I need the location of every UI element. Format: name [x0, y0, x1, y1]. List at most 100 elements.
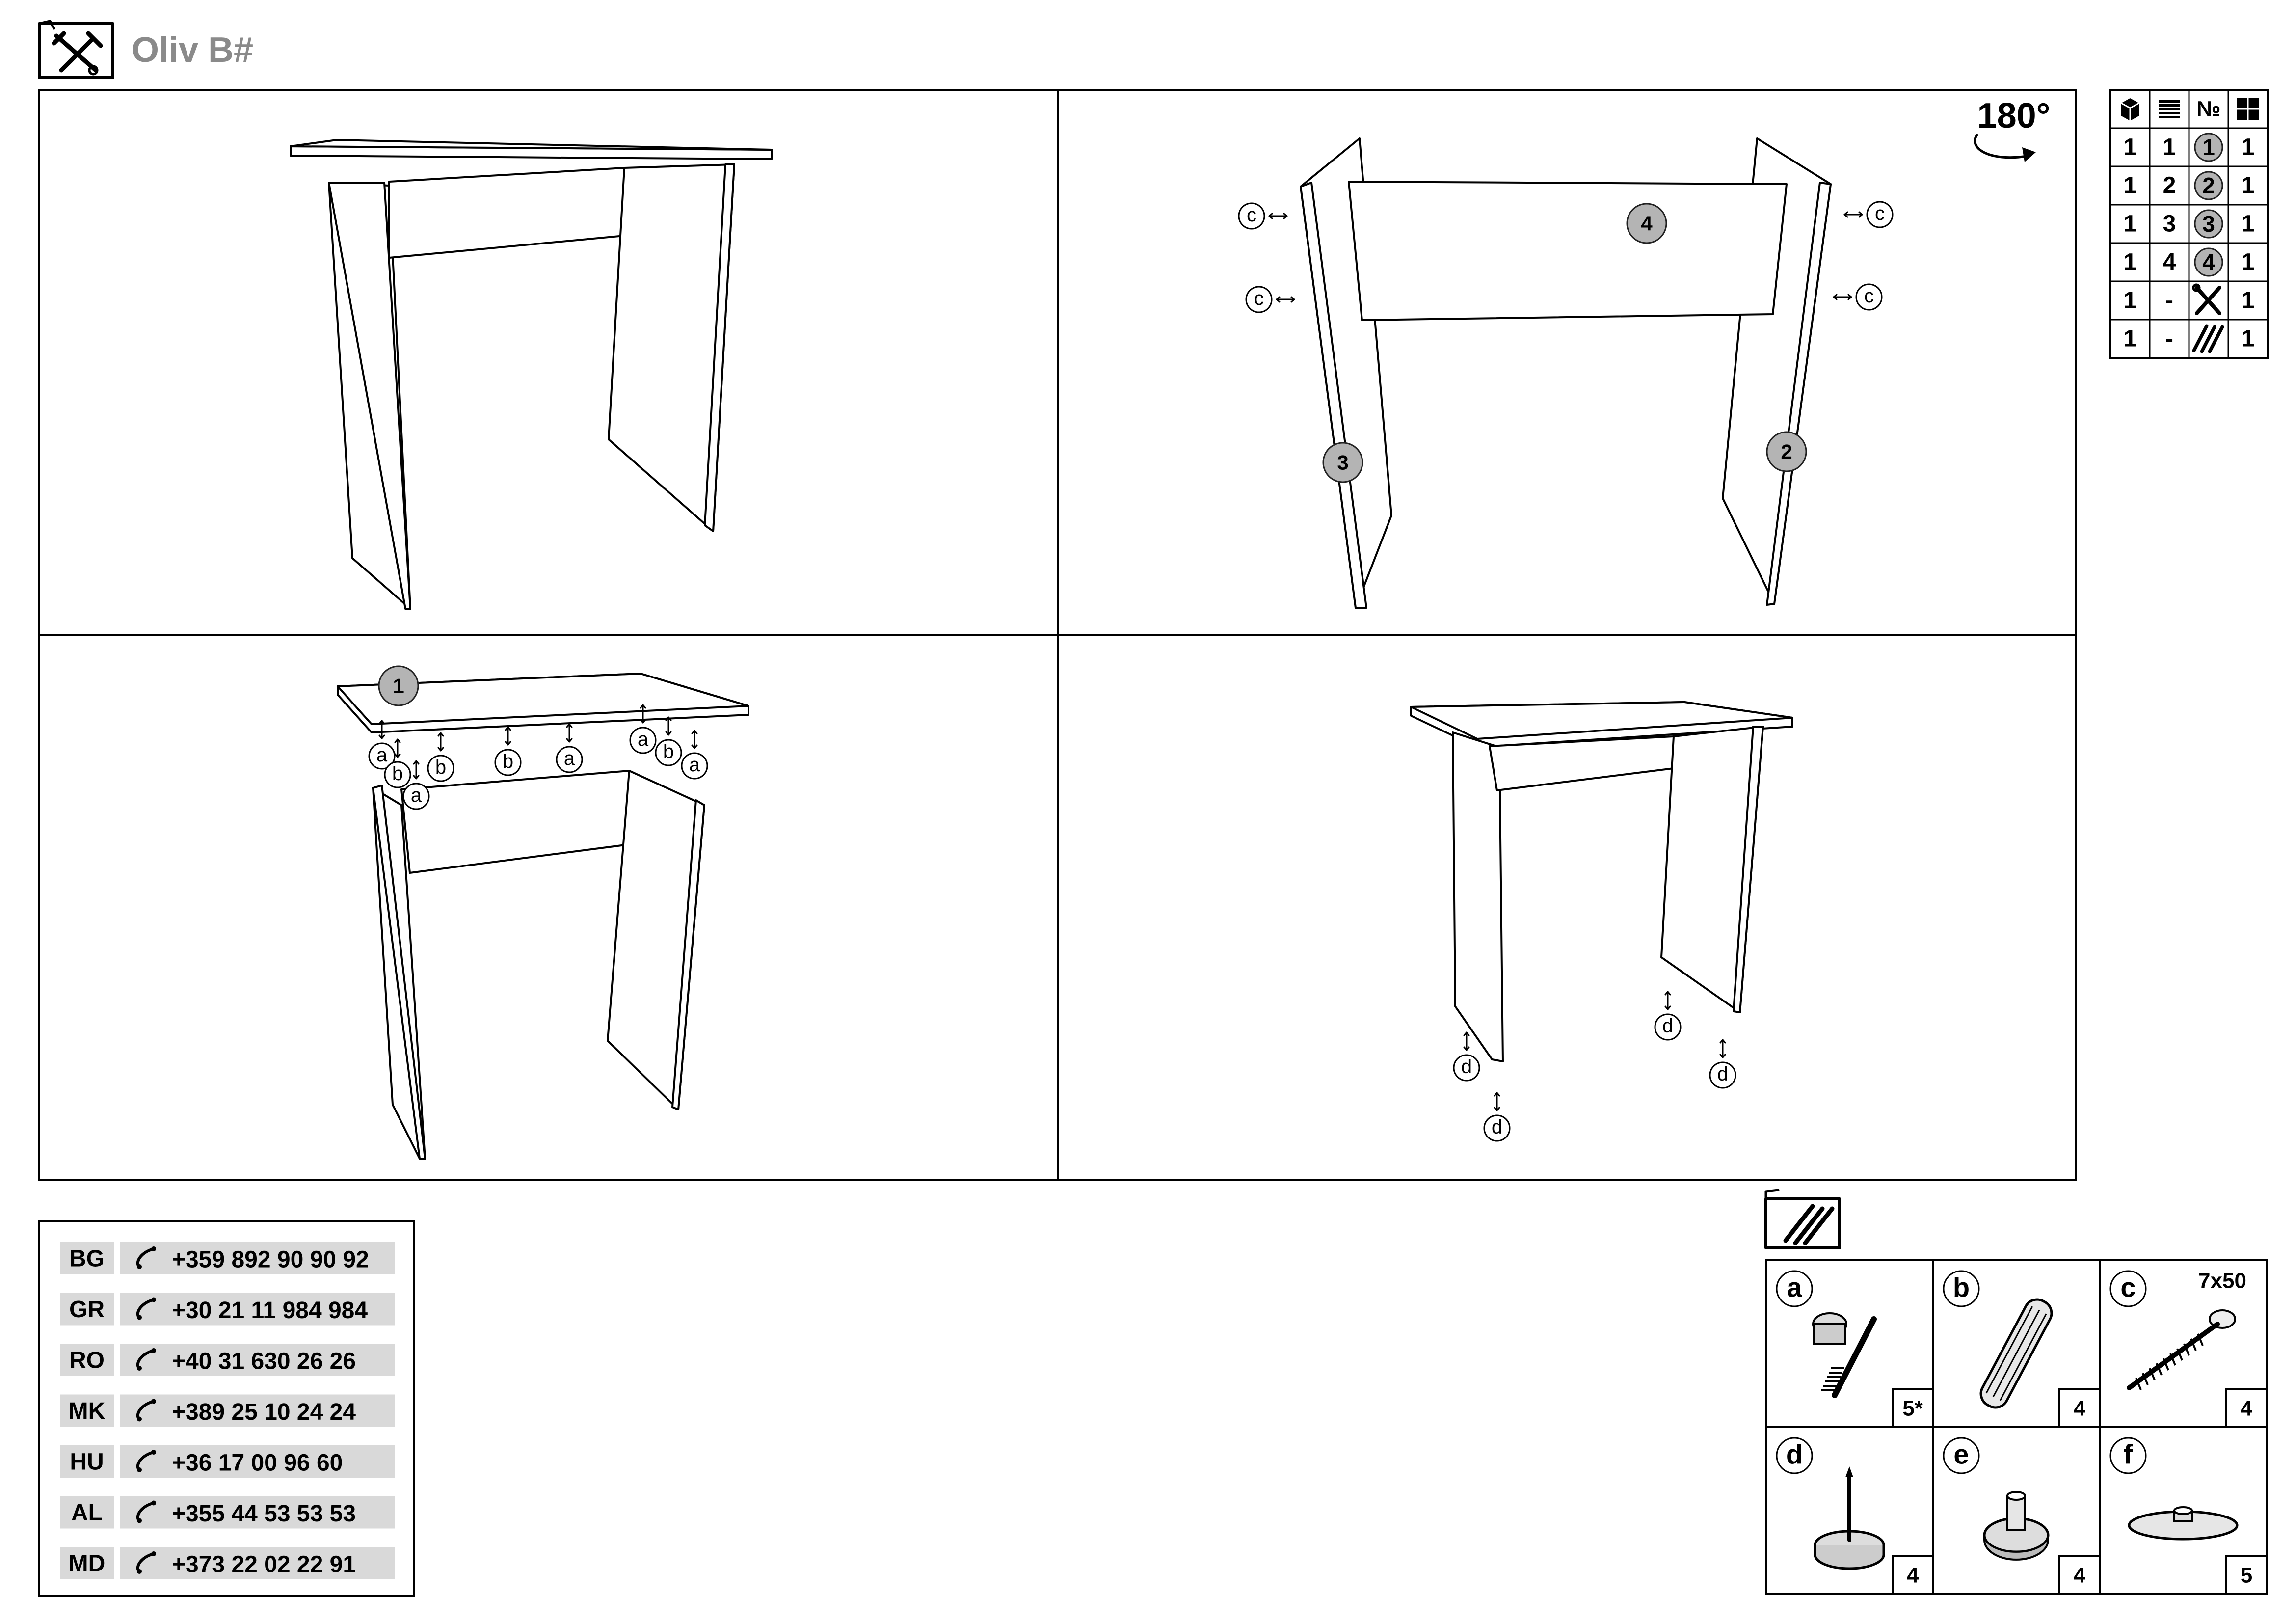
svg-text:b: b — [392, 763, 403, 785]
stack-number: 2 — [2163, 173, 2176, 199]
stack-icon — [2159, 100, 2180, 118]
stack-number: - — [2165, 326, 2173, 352]
svg-text:c: c — [1247, 204, 1256, 226]
phone-icon — [136, 1399, 156, 1422]
box-count: 1 — [2124, 249, 2137, 275]
cam-lock-icon — [1812, 1312, 1877, 1398]
svg-text:b: b — [663, 741, 674, 762]
phone-number: +373 22 02 22 91 — [172, 1552, 356, 1578]
svg-text:d: d — [1492, 1116, 1502, 1138]
hardware-count: 4 — [1907, 1564, 1919, 1588]
phone-icon — [136, 1297, 156, 1320]
panel-badge-4: 4 — [1626, 203, 1667, 244]
svg-text:a: a — [638, 729, 649, 750]
hardware-item-d: d4 — [1765, 1426, 1934, 1595]
svg-text:a: a — [376, 744, 388, 766]
hardware-size: 7x50 — [2198, 1269, 2246, 1293]
phone-icon — [136, 1551, 156, 1574]
rotation-label: 180° — [1977, 96, 2051, 135]
package-icon — [2121, 98, 2139, 121]
svg-text:a: a — [411, 785, 422, 806]
fitting-b-callout: b — [427, 732, 454, 782]
fitting-c-callout: c — [1238, 202, 1288, 230]
svg-text:d: d — [1662, 1015, 1673, 1037]
stack-number: - — [2165, 288, 2173, 314]
box-count: 1 — [2124, 135, 2137, 161]
fitting-c-callout: c — [1843, 201, 1894, 228]
country-code: GR — [69, 1297, 105, 1323]
box-count: 1 — [2124, 211, 2137, 237]
hardware-label: a — [1787, 1272, 1802, 1303]
stack-number: 3 — [2163, 211, 2176, 237]
svg-text:a: a — [689, 754, 700, 776]
contact-row: AL +355 44 53 53 53 — [60, 1496, 395, 1529]
svg-text:b: b — [435, 757, 446, 778]
box-count: 1 — [2124, 173, 2137, 199]
box-count: 1 — [2124, 326, 2137, 352]
parts-row: 1 - 1 — [2124, 283, 2255, 315]
svg-text:c: c — [1254, 288, 1264, 309]
country-code: RO — [69, 1348, 105, 1374]
panel-badge-1: 1 — [378, 665, 419, 706]
hardware-count: 4 — [2241, 1397, 2253, 1421]
parts-row: 1-1 — [2124, 324, 2254, 353]
fitting-d-callout: d — [1654, 991, 1682, 1041]
stack-number: 4 — [2163, 249, 2176, 275]
fittings-icon — [1764, 1189, 1841, 1249]
fitting-b-callout: b — [655, 716, 682, 766]
phone-number: +355 44 53 53 53 — [172, 1501, 356, 1527]
quantity: 1 — [2242, 288, 2255, 314]
phone-number: +389 25 10 24 24 — [172, 1399, 356, 1425]
fitting-d-callout: d — [1453, 1031, 1480, 1082]
nail-glide-icon — [1814, 1466, 1885, 1570]
hardware-label: e — [1953, 1439, 1969, 1470]
screw-icon — [2127, 1309, 2236, 1390]
panel-badge-2: 2 — [1766, 431, 1807, 472]
hardware-item-e: e4 — [1932, 1426, 2101, 1595]
phone-icon — [136, 1500, 156, 1523]
hardware-item-c: c 4 7x50 — [2099, 1259, 2268, 1428]
hardware-count: 5* — [1902, 1397, 1923, 1421]
contact-row: RO +40 31 630 26 26 — [60, 1344, 395, 1376]
rotation-180-icon: 180° — [1974, 96, 2051, 162]
hardware-label: d — [1786, 1439, 1803, 1470]
box-count: 1 — [2124, 288, 2137, 314]
fitting-b-callout: b — [384, 738, 411, 788]
svg-text:b: b — [503, 751, 513, 772]
phone-number: +359 892 90 90 92 — [172, 1247, 369, 1273]
hardware-item-f: f5 — [2099, 1426, 2268, 1595]
hardware-count: 4 — [2074, 1564, 2086, 1588]
hardware-count: 5 — [2241, 1564, 2252, 1588]
fitting-b-callout: b — [494, 726, 522, 776]
country-code: MD — [69, 1551, 106, 1577]
quantity: 1 — [2242, 135, 2255, 161]
svg-text:2: 2 — [1781, 440, 1792, 463]
hardware-label: b — [1953, 1272, 1970, 1303]
phone-number: +40 31 630 26 26 — [172, 1349, 356, 1375]
disc-icon — [2128, 1506, 2239, 1541]
hardware-label: f — [2124, 1439, 2133, 1470]
panel-badge-3: 3 — [1322, 442, 1363, 483]
fitting-a-callout: a — [629, 704, 657, 754]
contact-row: MD +373 22 02 22 91 — [60, 1547, 395, 1579]
country-code: MK — [69, 1398, 106, 1424]
hardware-label: c — [2120, 1272, 2136, 1303]
phone-icon — [136, 1450, 156, 1472]
fitting-a-callout: a — [681, 730, 708, 780]
svg-text:4: 4 — [1641, 212, 1653, 235]
tools-icon — [2192, 283, 2221, 315]
country-code: AL — [71, 1500, 103, 1526]
contact-row: GR +30 21 11 984 984 — [60, 1293, 395, 1326]
phone-number: +30 21 11 984 984 — [172, 1298, 368, 1324]
